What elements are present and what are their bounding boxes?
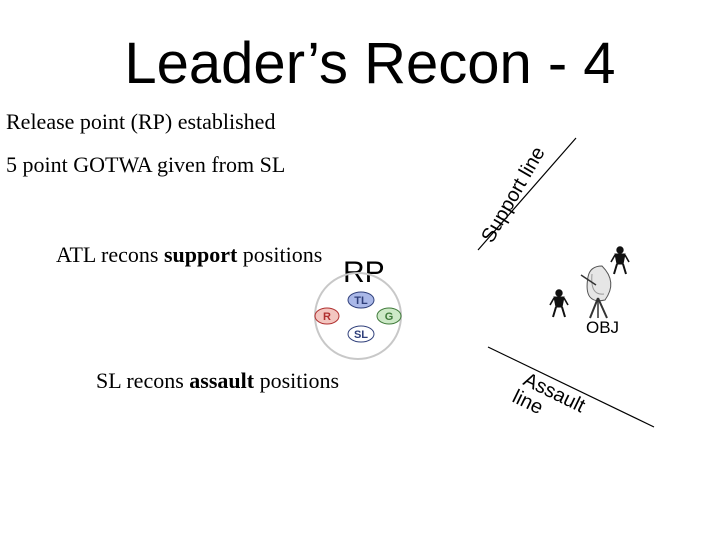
objective-label: OBJ bbox=[586, 318, 620, 337]
atl-suffix: positions bbox=[237, 242, 323, 267]
slide-title: Leader’s Recon - 4 bbox=[124, 31, 616, 96]
node-g: G bbox=[376, 307, 402, 325]
sl-suffix: positions bbox=[254, 368, 340, 393]
support-line-label: Support line bbox=[477, 143, 549, 246]
node-r: R bbox=[314, 307, 340, 325]
assault-line bbox=[487, 346, 655, 428]
atl-bold-word: support bbox=[163, 242, 238, 267]
node-sl-label: SL bbox=[354, 329, 368, 341]
bullet-gotwa: 5 point GOTWA given from SL bbox=[6, 152, 286, 177]
atl-recon-text: ATL recons support positions bbox=[56, 242, 322, 268]
support-line bbox=[477, 137, 577, 251]
soldier-icon bbox=[549, 289, 569, 318]
sl-recon-text: SL recons assault positions bbox=[96, 368, 339, 394]
sl-prefix: SL recons bbox=[96, 368, 190, 393]
soldier-icon bbox=[610, 246, 630, 275]
sl-bold-word: assault bbox=[189, 368, 255, 393]
bullet-release-point: Release point (RP) established bbox=[6, 109, 276, 134]
node-tl: TL bbox=[347, 291, 375, 309]
node-g-label: G bbox=[385, 311, 394, 323]
node-tl-label: TL bbox=[354, 295, 368, 307]
satellite-dish-icon bbox=[580, 265, 612, 319]
atl-prefix: ATL recons bbox=[56, 242, 164, 267]
node-sl: SL bbox=[347, 325, 375, 343]
node-r-label: R bbox=[323, 311, 331, 323]
